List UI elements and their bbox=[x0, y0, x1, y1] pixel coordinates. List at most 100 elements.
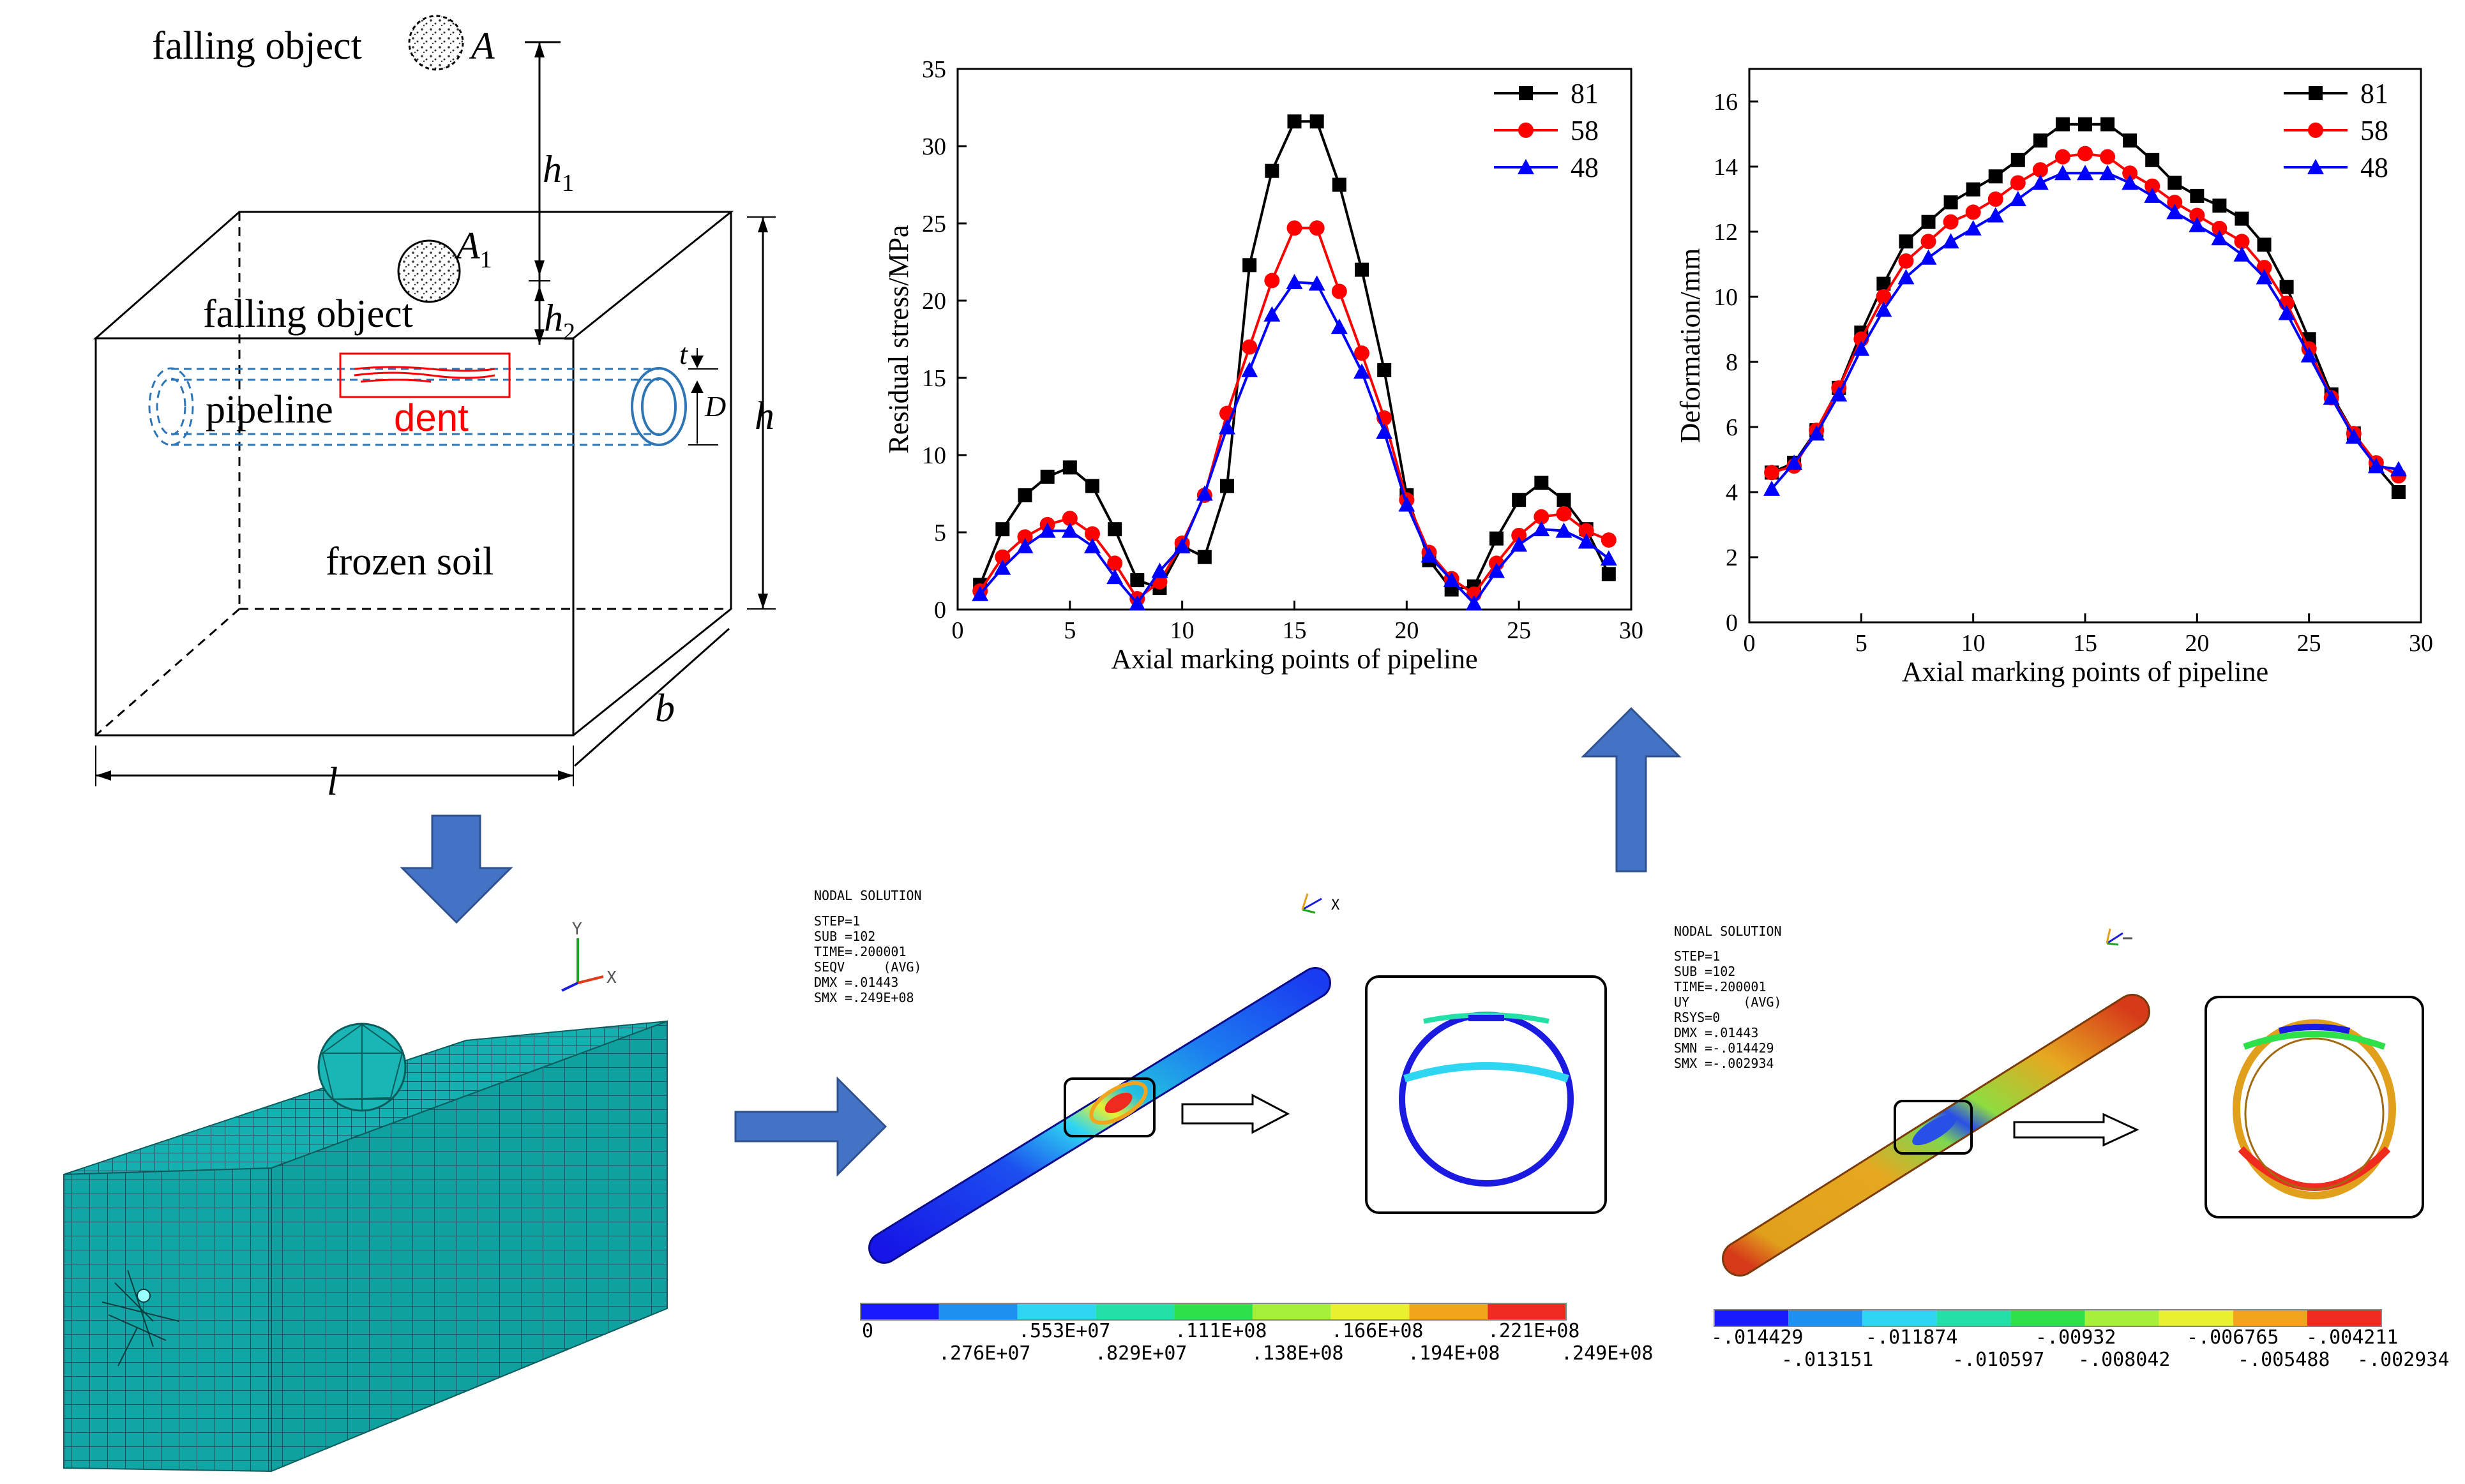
data-point bbox=[1557, 493, 1571, 507]
data-point bbox=[2345, 428, 2362, 444]
data-point bbox=[2144, 187, 2161, 203]
data-point bbox=[1578, 533, 1595, 549]
mesh-axis-triad: Y X bbox=[561, 920, 617, 992]
data-point bbox=[1512, 493, 1526, 507]
y-tick-label: 20 bbox=[922, 288, 946, 315]
data-point bbox=[1601, 567, 1616, 581]
data-point bbox=[2390, 461, 2407, 477]
series-line bbox=[1771, 152, 2399, 477]
stress-header: NODAL SOLUTION STEP=1 SUB =102 TIME=.200… bbox=[814, 888, 922, 1005]
x-tick-label: 10 bbox=[1170, 617, 1195, 644]
legend-label: 48 bbox=[2360, 152, 2388, 183]
data-point bbox=[1173, 537, 1191, 553]
h1-label: h1 bbox=[543, 148, 574, 197]
data-point bbox=[2010, 153, 2025, 167]
data-point bbox=[1220, 479, 1234, 493]
stress-section-ring bbox=[1399, 1012, 1574, 1187]
data-point bbox=[1876, 276, 1891, 291]
stress-legend-label-top: .221E+08 bbox=[1488, 1320, 1580, 1342]
x-tick-label: 20 bbox=[1394, 617, 1419, 644]
legend-marker bbox=[1518, 123, 1534, 138]
stress-header-line: SEQV (AVG) bbox=[814, 959, 922, 975]
data-point bbox=[1511, 536, 1528, 552]
uy-header-line: TIME=.200001 bbox=[1674, 979, 1767, 994]
data-point bbox=[2189, 207, 2205, 223]
series-48 bbox=[1763, 165, 2407, 496]
uy-legend-label-bottom: -.002934 bbox=[2357, 1349, 2450, 1371]
stress-legend-swatch bbox=[939, 1303, 1018, 1320]
uy-legend-label-bottom: -.013151 bbox=[1781, 1349, 1874, 1371]
data-point bbox=[1920, 249, 1937, 265]
data-point bbox=[1309, 114, 1324, 129]
stress-header-line: DMX =.01443 bbox=[814, 975, 898, 990]
data-point bbox=[2054, 165, 2071, 181]
data-point bbox=[995, 549, 1011, 565]
stress-header-line: SUB =102 bbox=[814, 929, 875, 944]
uy-legend-swatch bbox=[2010, 1310, 2085, 1326]
data-point bbox=[1263, 306, 1281, 322]
data-point bbox=[1151, 562, 1168, 578]
data-point bbox=[1085, 479, 1099, 493]
uy-legend-swatch bbox=[1714, 1310, 1789, 1326]
data-point bbox=[2122, 165, 2138, 181]
stress-legend-label-top: .553E+07 bbox=[1018, 1320, 1111, 1342]
data-point bbox=[1040, 469, 1055, 484]
data-point bbox=[1965, 204, 1981, 220]
x-tick-label: 25 bbox=[1507, 617, 1531, 644]
b-label: b bbox=[655, 687, 675, 730]
data-point bbox=[2300, 347, 2318, 363]
data-point bbox=[2323, 389, 2340, 405]
stress-axis-triad: X bbox=[1301, 893, 1340, 914]
t-label: t bbox=[679, 338, 688, 370]
data-point bbox=[1108, 522, 1122, 537]
data-point bbox=[1489, 531, 1504, 546]
frozen-soil-label: frozen soil bbox=[326, 540, 494, 583]
pipeline-label: pipeline bbox=[206, 388, 333, 431]
data-point bbox=[2212, 199, 2227, 213]
fea-stress-panel: NODAL SOLUTION STEP=1 SUB =102 TIME=.200… bbox=[814, 888, 1654, 1365]
uy-legend-swatch bbox=[2084, 1310, 2159, 1326]
x-tick-label: 10 bbox=[1961, 630, 1986, 657]
y-tick-label: 5 bbox=[934, 520, 946, 546]
uy-legend-label-top: -.00932 bbox=[2035, 1326, 2116, 1349]
y-tick-label: 10 bbox=[922, 442, 946, 469]
y-axis-label: Residual stress/MPa bbox=[883, 225, 914, 453]
data-point bbox=[1287, 114, 1302, 129]
data-point bbox=[2391, 485, 2406, 499]
x-tick-label: 30 bbox=[2409, 630, 2433, 657]
data-point bbox=[1085, 526, 1100, 542]
data-point bbox=[2145, 153, 2160, 167]
falling-object-mid-label: falling object bbox=[203, 292, 413, 336]
uy-legend-label-top: -.006765 bbox=[2187, 1326, 2279, 1349]
stress-axis-x: X bbox=[1331, 897, 1340, 913]
data-point bbox=[1421, 547, 1438, 563]
uy-legend-label-top: -.014429 bbox=[1711, 1326, 1804, 1349]
x-tick-label: 25 bbox=[2297, 630, 2321, 657]
y-tick-label: 30 bbox=[922, 133, 946, 160]
data-point bbox=[1242, 258, 1257, 273]
data-point bbox=[1921, 214, 1936, 229]
legend-marker bbox=[1519, 86, 1533, 100]
data-point bbox=[2009, 191, 2026, 206]
data-point bbox=[1107, 555, 1123, 571]
flow-arrows bbox=[400, 707, 1682, 1177]
falling-object-mid-icon bbox=[397, 239, 461, 303]
data-point bbox=[2010, 175, 2026, 191]
data-point bbox=[2278, 304, 2295, 320]
stress-legend-swatch bbox=[861, 1303, 939, 1320]
data-point bbox=[1808, 425, 1825, 441]
falling-object-top-icon bbox=[408, 15, 464, 71]
h2-label: h2 bbox=[544, 297, 575, 345]
schematic: falling object A h1 h2 A1 falling object bbox=[93, 15, 776, 804]
x-tick-label: 30 bbox=[1619, 617, 1643, 644]
data-point bbox=[1354, 345, 1369, 361]
data-point bbox=[1964, 220, 1982, 236]
data-point bbox=[1129, 595, 1146, 611]
uy-section-ring bbox=[2233, 1019, 2396, 1199]
stress-pipe bbox=[868, 967, 1331, 1264]
uy-header-line: NODAL SOLUTION bbox=[1674, 924, 1782, 939]
data-point bbox=[1332, 177, 1346, 192]
